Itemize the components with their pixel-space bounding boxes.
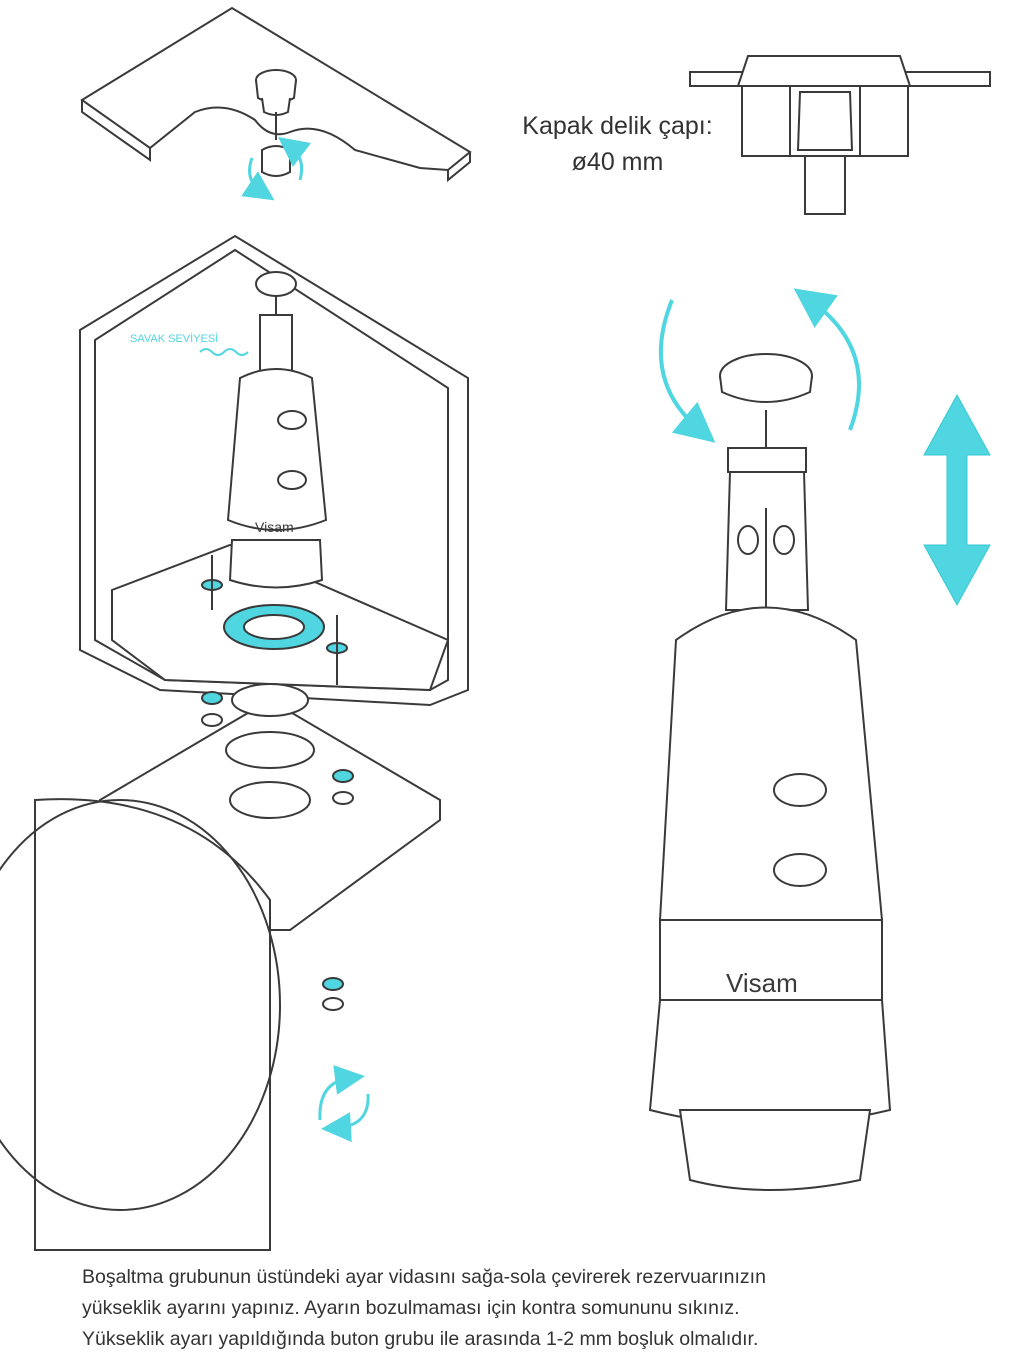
up-down-arrow-icon xyxy=(923,393,991,607)
lid-button xyxy=(255,69,297,177)
instruction-line-2: yükseklik ayarını yapınız. Ayarın bozulm… xyxy=(82,1297,740,1319)
flush-valve-large: Visam xyxy=(648,353,892,1191)
instruction-text: Boşaltma grubunun üstündeki ayar vidasın… xyxy=(82,1262,1002,1355)
seal-rings xyxy=(201,555,348,685)
level-mark: SAVAK SEVİYESİ xyxy=(130,332,249,356)
instruction-line-3: Yükseklik ayarı yapıldığında buton grubu… xyxy=(82,1328,759,1350)
brand-label-large: Visam xyxy=(726,968,798,998)
cap-hole-label-line2: ø40 mm xyxy=(571,148,664,176)
washer-stack xyxy=(201,683,354,1011)
instruction-line-1: Boşaltma grubunun üstündeki ayar vidasın… xyxy=(82,1266,766,1288)
toilet-base xyxy=(0,698,441,1251)
rotate-arrows-icon xyxy=(241,136,312,201)
cap-hole-label-line1: Kapak delik çapı: xyxy=(522,112,713,140)
rotate-arrows-icon xyxy=(318,1064,370,1143)
level-label: SAVAK SEVİYESİ xyxy=(130,332,218,345)
cap-hole-label: Kapak delik çapı: ø40 mm xyxy=(505,108,730,180)
rotate-arrows-icon xyxy=(658,288,861,443)
flush-valve-small: Visam xyxy=(226,271,328,589)
brand-label-small: Visam xyxy=(255,519,294,535)
cap-hole-detail xyxy=(689,55,991,215)
